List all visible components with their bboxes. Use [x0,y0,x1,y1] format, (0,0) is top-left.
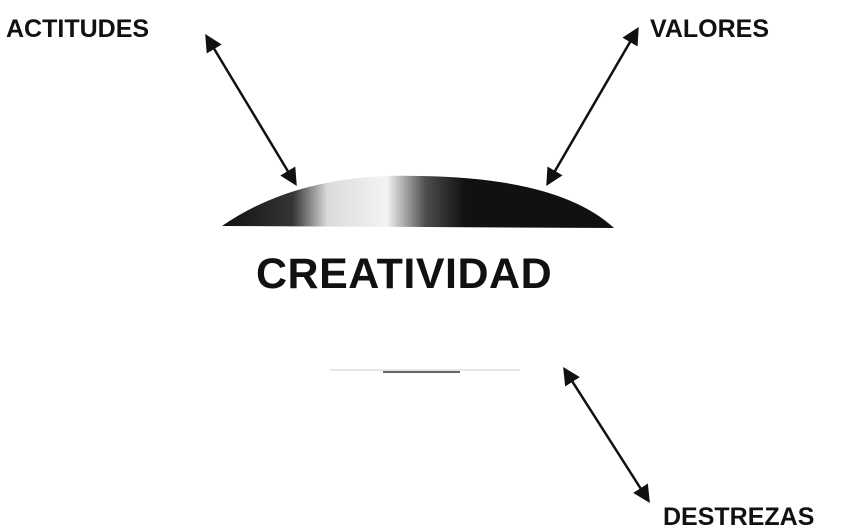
label-actitudes: ACTITUDES [6,15,150,43]
dome-top [222,175,614,228]
arrow-valores [546,26,639,187]
arrow-actitudes [205,34,297,186]
arrow-destrezas [563,367,650,503]
label-valores: VALORES [650,15,769,43]
center-label-creatividad: CREATIVIDAD [256,250,553,298]
label-destrezas: DESTREZAS [663,503,815,531]
